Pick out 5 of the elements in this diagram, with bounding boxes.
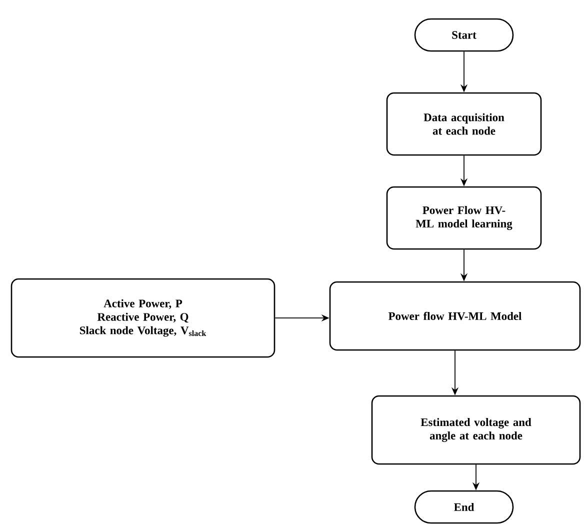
- process-box: Data acquisition at each node: [386, 92, 542, 156]
- process-box: Power flow HV-ML Model: [329, 281, 581, 351]
- process-box: Active Power, P Reactive Power, Q Slack node Voltage, V$_{slack}$: [10, 278, 276, 358]
- process-box: Power Flow HV-ML model learning: [386, 186, 542, 250]
- process-box: Estimated voltage and angle at each node: [371, 395, 581, 465]
